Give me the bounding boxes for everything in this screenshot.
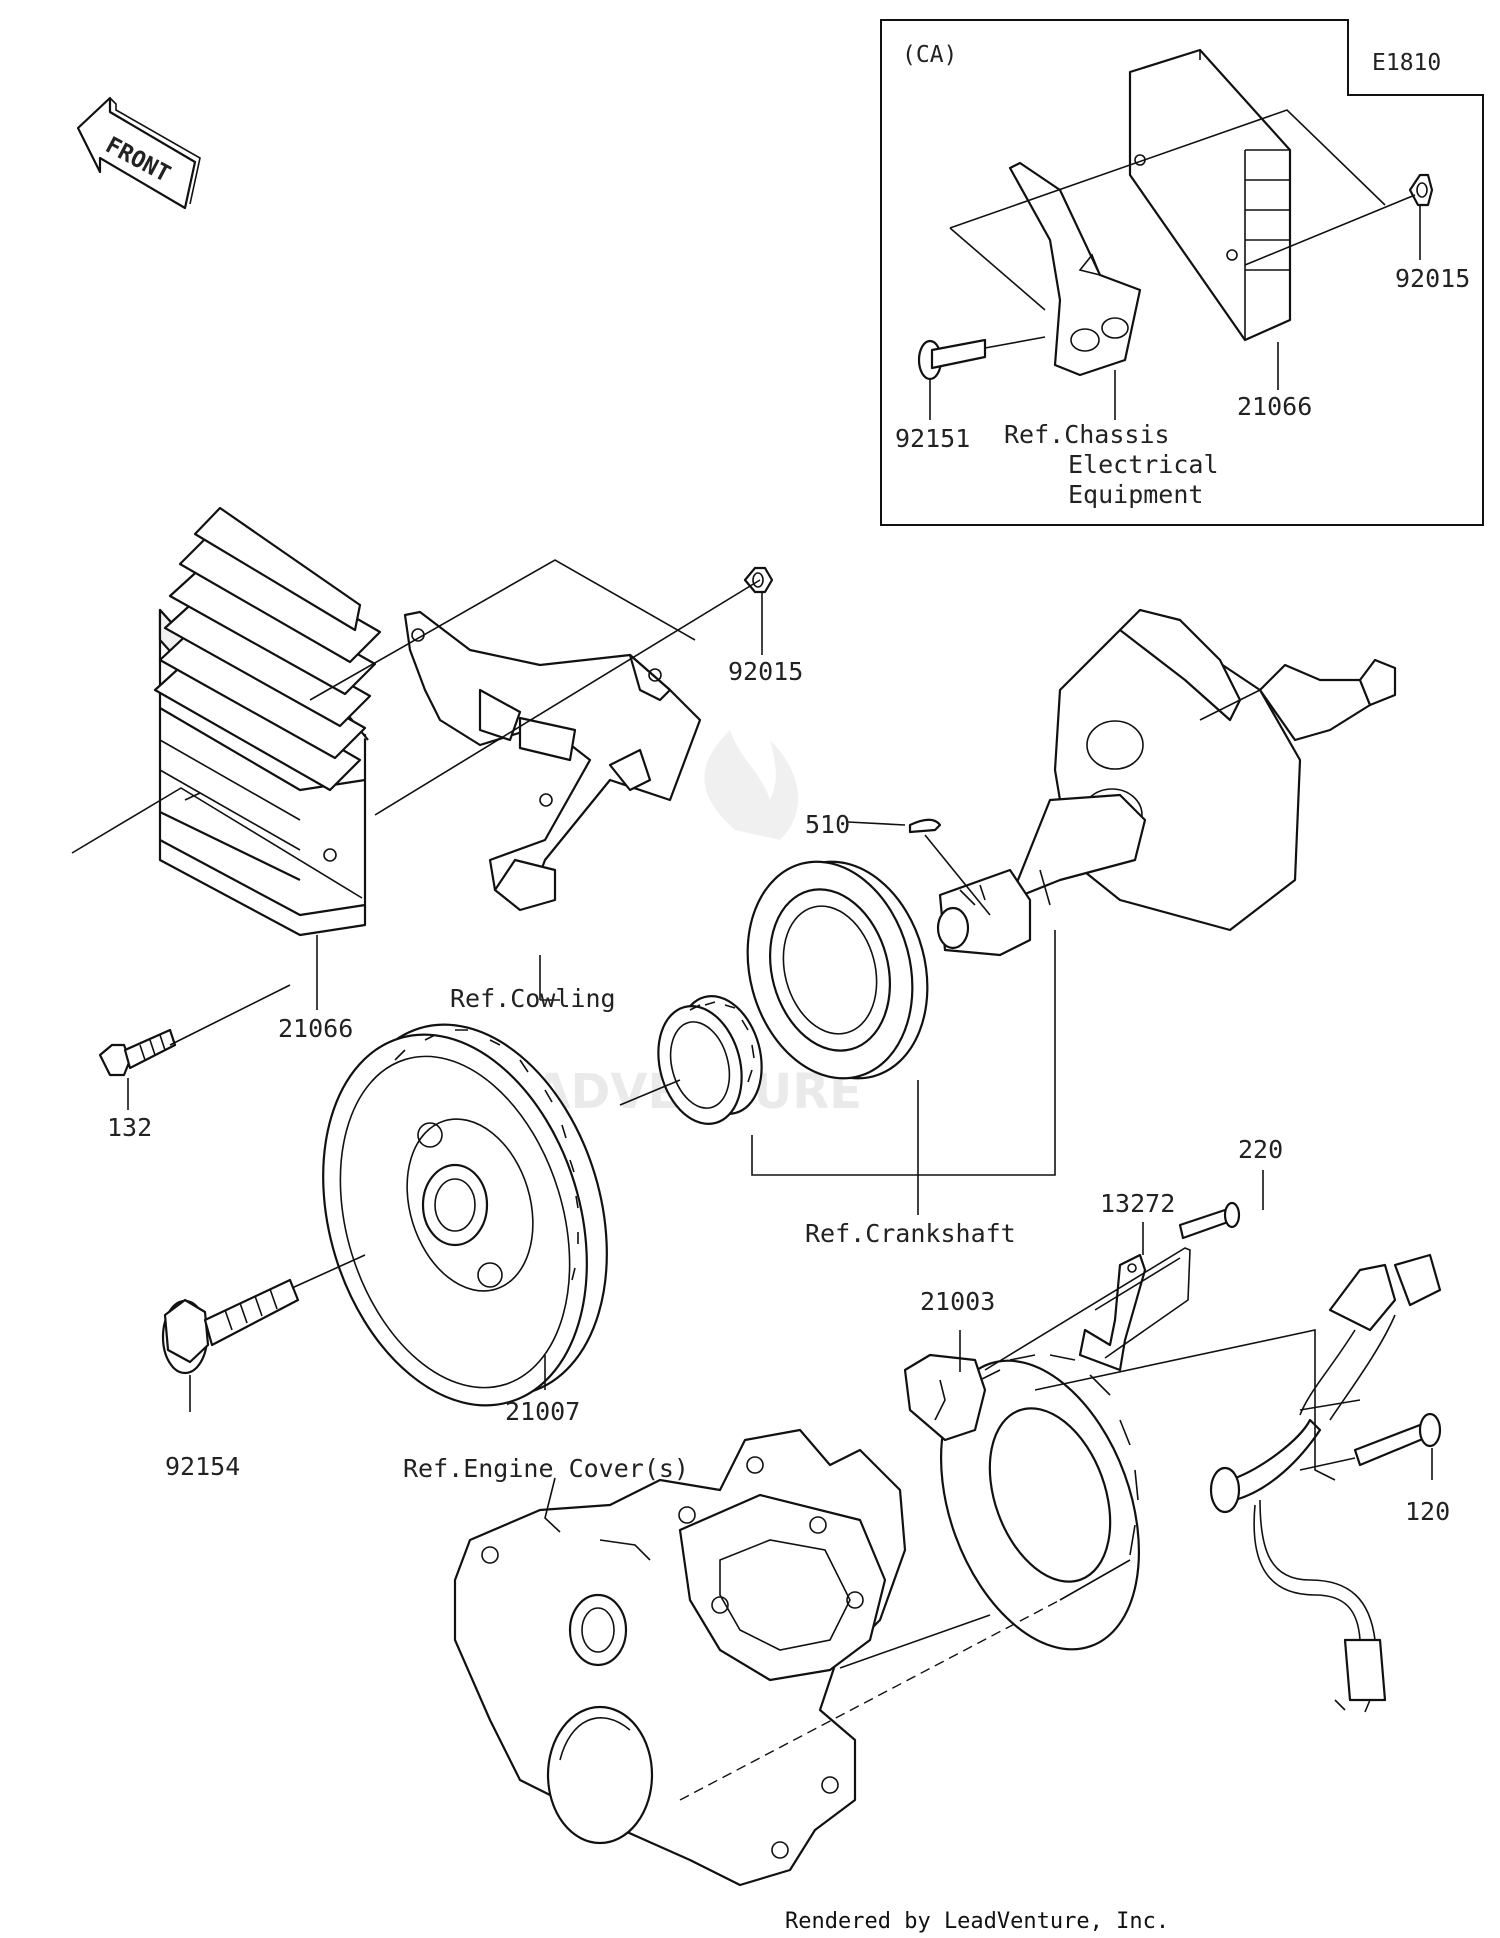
ref-crankshaft-label: Ref.Crankshaft: [805, 1219, 1016, 1248]
key-part: [908, 818, 942, 834]
label-92015-inset: 92015: [1395, 264, 1470, 293]
inset-regulator-part: [1128, 48, 1292, 342]
bracket-13272-part: [1078, 1253, 1147, 1372]
ref-cowling-label: Ref.Cowling: [450, 984, 616, 1013]
cowling-bracket-part: [403, 610, 702, 912]
regulator-part: [153, 506, 382, 937]
label-21066: 21066: [278, 1014, 353, 1043]
inset-box: (CA) E1810 92015 92151 21066: [880, 19, 1484, 526]
bolt-120-part: [1353, 1412, 1442, 1467]
ref-chassis-line3: Equipment: [1068, 480, 1203, 509]
gear-part: [657, 995, 763, 1125]
front-arrow: FRONT: [76, 96, 201, 210]
harness-part: [1253, 1253, 1442, 1713]
inset-bolt-part: [917, 338, 987, 381]
footer-credit: Rendered by LeadVenture, Inc.: [785, 1909, 1169, 1934]
bolt-132-part: [98, 1028, 177, 1077]
inset-bracket-part: [1008, 161, 1142, 377]
ref-chassis-line2: Electrical: [1068, 450, 1219, 479]
label-92015: 92015: [728, 657, 803, 686]
part-labels: 92015 510 132 132 21066 Ref.Cowling Ref.…: [107, 657, 1450, 1526]
crankshaft-part: [936, 608, 1397, 957]
label-510: 510: [805, 810, 850, 839]
stator-part: [903, 1353, 1322, 1651]
label-132-text: 132: [107, 1113, 152, 1142]
label-92151: 92151: [895, 424, 970, 453]
label-21007: 21007: [505, 1397, 580, 1426]
rotor-part: [322, 1023, 608, 1407]
engine-cover-part: [453, 1428, 907, 1887]
flange-bolt-part: [161, 1278, 300, 1375]
label-92154: 92154: [165, 1452, 240, 1481]
label-21066-inset: 21066: [1237, 392, 1312, 421]
bearing-part: [746, 860, 929, 1080]
inset-nut-part: [1408, 173, 1434, 207]
label-120: 120: [1405, 1497, 1450, 1526]
bolt-220-part: [1178, 1201, 1241, 1240]
watermark-flame-icon: [704, 730, 799, 840]
front-arrow-icon: [76, 96, 197, 210]
diagram-code: E1810: [1372, 50, 1441, 76]
ref-chassis-line1: Ref.Chassis: [1004, 420, 1170, 449]
label-13272: 13272: [1100, 1189, 1175, 1218]
ref-engine-cover-label: Ref.Engine Cover(s): [403, 1454, 689, 1483]
inset-tag: (CA): [902, 42, 957, 68]
label-220: 220: [1238, 1135, 1283, 1164]
label-21003: 21003: [920, 1287, 995, 1316]
leader-lines: [71, 559, 1433, 1801]
inset-frame: [880, 19, 1484, 526]
